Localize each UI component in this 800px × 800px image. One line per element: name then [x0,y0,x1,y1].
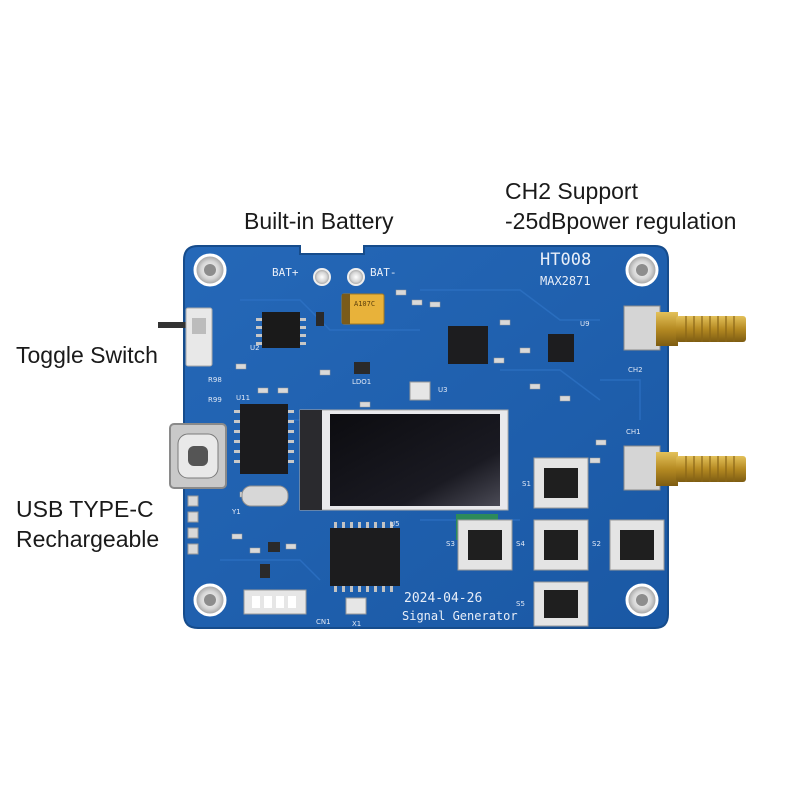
battery-callout: Built-in Battery [244,208,394,234]
chip-u11 [240,404,288,474]
push-button-s5 [533,581,589,627]
bat-minus-label: BAT- [370,266,397,279]
usb-callout-line1: USB TYPE-C [16,496,154,522]
passive-components [231,289,607,554]
battery-pads: BAT+ BAT- [272,266,397,286]
chip-u2 [262,312,300,348]
board-product-label: Signal Generator [402,609,518,623]
svg-text:U5: U5 [390,520,400,528]
svg-text:Y1: Y1 [231,508,241,516]
push-button-s1 [533,457,589,509]
svg-text:A107C: A107C [354,300,375,308]
toggle-callout: Toggle Switch [16,342,158,368]
crystal-x1 [345,597,367,615]
push-button-s2 [609,519,665,571]
small-ics [260,312,370,578]
toggle-switch [158,307,213,367]
lcd-display [299,409,509,511]
svg-text:CN1: CN1 [316,618,331,626]
svg-text:U9: U9 [580,320,590,328]
tantalum-capacitor: A107C [341,293,385,325]
svg-text:U2: U2 [250,344,260,352]
ch2-callout-line1: CH2 Support [505,178,638,204]
connector-cn1 [243,589,307,615]
svg-text:S4: S4 [516,540,525,548]
usb-callout-line2: Rechargeable [16,526,160,552]
svg-text:X1: X1 [352,620,361,628]
svg-text:S2: S2 [592,540,601,548]
svg-text:S1: S1 [522,480,531,488]
board-date-label: 2024-04-26 [404,591,482,606]
board-chip-label: MAX2871 [540,274,591,288]
chip-max2871 [448,326,488,364]
svg-text:R99: R99 [208,396,222,404]
ch2-port-label: CH2 [628,366,643,374]
push-button-s3 [457,519,513,571]
push-button-s4 [533,519,589,571]
sma-connector-ch2 [623,305,746,351]
chip-u9 [548,334,574,362]
mounting-hole-icon [193,253,659,617]
svg-text:S5: S5 [516,600,525,608]
chip-mcu [330,528,400,586]
sma-connector-ch1 [623,445,746,491]
svg-text:R98: R98 [208,376,222,384]
crystal-y1 [241,485,289,507]
svg-text:U11: U11 [236,394,250,402]
ch2-callout-line2: -25dBpower regulation [505,208,737,234]
header-pins [187,495,199,555]
board-model-label: HT008 [540,250,591,270]
svg-text:U3: U3 [438,386,448,394]
svg-text:S3: S3 [446,540,455,548]
crystal [409,381,431,401]
bat-plus-label: BAT+ [272,266,299,279]
ch1-port-label: CH1 [626,428,641,436]
svg-text:LDO1: LDO1 [352,378,371,386]
usb-c-port [169,423,227,489]
